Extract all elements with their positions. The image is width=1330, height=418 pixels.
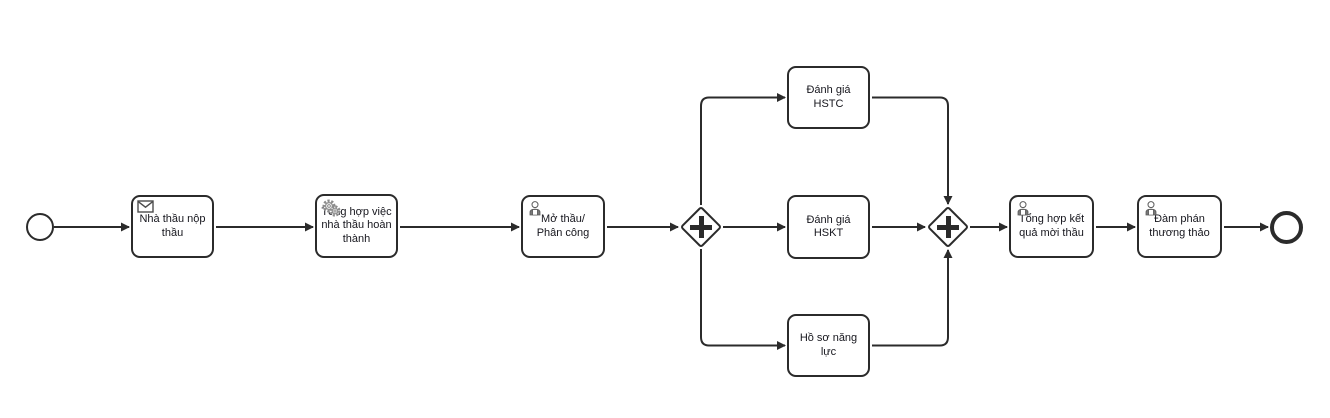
task-mo-thau-phan-cong[interactable]: Mở thầu/ Phân công: [521, 195, 605, 258]
task-tong-hop-ket-qua-moi-thau[interactable]: Tổng hợp kết quả mời thầu: [1009, 195, 1094, 258]
task-label: Đánh giá HSKT: [806, 213, 851, 239]
task-tong-hop-viec-nha-thau[interactable]: Tổng hợp việc nhà thầu hoàn thành: [315, 194, 398, 258]
task-nha-thau-nop-thau[interactable]: Nhà thầu nộp thầu: [131, 195, 214, 258]
task-danh-gia-hskt[interactable]: Đánh giá HSKT: [787, 195, 870, 259]
task-label: Nhà thầu nộp thầu: [139, 213, 206, 239]
task-label: Tổng hợp việc nhà thầu hoàn thành: [321, 205, 392, 245]
parallel-gateway-join[interactable]: [926, 205, 970, 249]
plus-icon: [698, 216, 704, 238]
task-label: Tổng hợp kết quả mời thầu: [1018, 213, 1085, 239]
task-label: Mở thầu/ Phân công: [536, 213, 590, 239]
start-event[interactable]: [26, 213, 54, 241]
end-event[interactable]: [1270, 211, 1303, 244]
sequence-flow[interactable]: [700, 249, 786, 350]
sequence-flow[interactable]: [872, 96, 953, 205]
task-dam-phan-thuong-thao[interactable]: Đàm phán thương thảo: [1137, 195, 1222, 258]
sequence-flow[interactable]: [872, 249, 953, 347]
task-label: Hồ sơ năng lực: [799, 332, 858, 358]
sequence-flow[interactable]: [700, 93, 786, 206]
parallel-gateway-split[interactable]: [679, 205, 723, 249]
task-ho-so-nang-luc[interactable]: Hồ sơ năng lực: [787, 314, 870, 377]
task-danh-gia-hstc[interactable]: Đánh giá HSTC: [787, 66, 870, 129]
task-label: Đàm phán thương thảo: [1149, 213, 1210, 239]
task-label: Đánh giá HSTC: [806, 84, 851, 110]
plus-icon: [945, 216, 951, 238]
